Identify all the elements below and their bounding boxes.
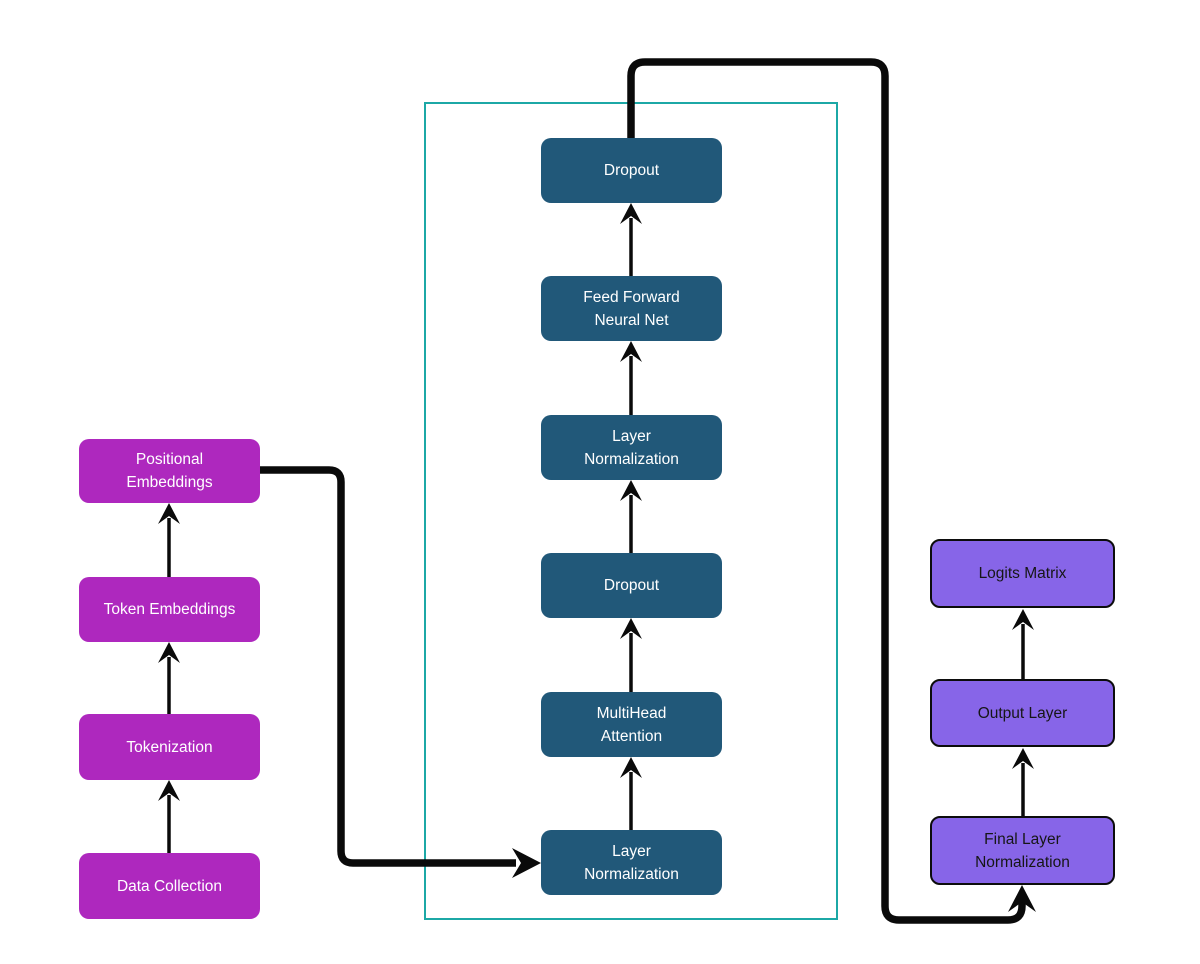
- box-label: Tokenization: [126, 738, 213, 756]
- box-label: Logits Matrix: [978, 565, 1067, 582]
- box-positional-embeddings: Positional Embeddings: [79, 439, 260, 503]
- box-label: Dropout: [603, 162, 660, 179]
- arrowhead-tokenization-to-token-embeddings: [158, 642, 180, 663]
- arrowhead-final-layer-norm-to-output-layer: [1012, 748, 1034, 769]
- box-tokenization: Tokenization: [79, 714, 260, 780]
- box-output-layer: Output Layer: [930, 679, 1115, 747]
- box-layer-normalization-2: Layer Normalization: [541, 415, 722, 480]
- box-label: Token Embeddings: [103, 601, 236, 618]
- box-label: Output Layer: [977, 704, 1068, 722]
- box-layer-normalization-1: Layer Normalization: [541, 830, 722, 895]
- box-label: Final Layer Normalization: [975, 830, 1070, 871]
- box-data-collection: Data Collection: [79, 853, 260, 919]
- arrowhead-dropout-2-to-final-layer-norm: [1008, 885, 1036, 912]
- box-feed-forward-neural-net: Feed Forward Neural Net: [541, 276, 722, 341]
- arrowhead-data-collection-to-tokenization: [158, 780, 180, 801]
- box-logits-matrix: Logits Matrix: [930, 539, 1115, 608]
- transformer-block-frame: [424, 102, 838, 920]
- box-label: MultiHead Attention: [596, 704, 667, 745]
- box-multihead-attention: MultiHead Attention: [541, 692, 722, 757]
- box-token-embeddings: Token Embeddings: [79, 577, 260, 642]
- box-label: Feed Forward Neural Net: [583, 288, 680, 329]
- box-label: Layer Normalization: [584, 427, 679, 468]
- arrowhead-output-layer-to-logits-matrix: [1012, 609, 1034, 630]
- box-dropout-2: Dropout: [541, 138, 722, 203]
- box-label: Dropout: [603, 577, 660, 594]
- box-dropout-1: Dropout: [541, 553, 722, 618]
- box-label: Data Collection: [116, 877, 223, 895]
- arrowhead-token-embeddings-to-positional-embeddings: [158, 503, 180, 524]
- box-label: Positional Embeddings: [126, 451, 213, 491]
- box-final-layer-normalization: Final Layer Normalization: [930, 816, 1115, 885]
- box-label: Layer Normalization: [584, 842, 679, 883]
